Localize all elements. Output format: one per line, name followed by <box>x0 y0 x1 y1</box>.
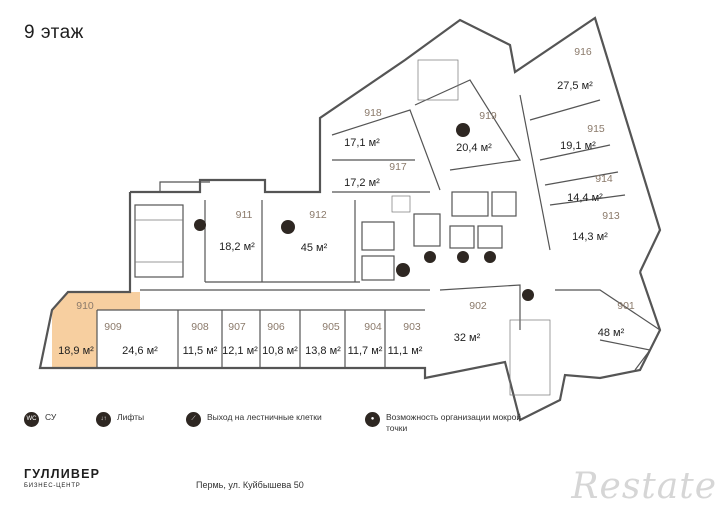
plan-icons <box>194 123 534 301</box>
room-908-number: 908 <box>191 321 209 333</box>
lift-icon: ↓↑ <box>96 412 111 427</box>
room-901-area: 48 м² <box>598 327 625 339</box>
room-908-area: 11,5 м² <box>183 345 218 357</box>
room-916-number: 916 <box>574 46 592 58</box>
room-903-area: 11,1 м² <box>388 345 423 357</box>
legend-lifts: ↓↑ Лифты <box>96 412 144 427</box>
room-917-number: 917 <box>389 161 407 173</box>
wc-icon <box>396 263 410 277</box>
legend-wc-label: СУ <box>45 412 57 422</box>
legend-stairs: ⟋ Выход на лестничные клетки <box>186 412 322 427</box>
room-914-area: 14,4 м² <box>567 192 603 204</box>
wc-icon: WC <box>24 412 39 427</box>
legend-water: ● Возможность организации мокрой точки <box>365 412 526 433</box>
room-902-number: 902 <box>469 300 487 312</box>
room-915-number: 915 <box>587 123 605 135</box>
room-labels: 916 27,5 м² 915 19,1 м² 914 14,4 м² 913 … <box>58 46 635 357</box>
room-914-number: 914 <box>595 173 613 185</box>
room-912-area: 45 м² <box>301 242 328 254</box>
stairs-exit-icon <box>522 289 534 301</box>
room-911-area: 18,2 м² <box>219 241 255 253</box>
legend-wc: WC СУ <box>24 412 56 427</box>
room-907-area: 12,1 м² <box>222 345 258 357</box>
outer-walls <box>38 16 662 422</box>
legend-water-label: Возможность организации мокрой точки <box>386 412 522 433</box>
room-904-area: 11,7 м² <box>348 345 383 357</box>
brand-subtitle: БИЗНЕС-ЦЕНТР <box>24 483 81 489</box>
room-906-number: 906 <box>267 321 285 333</box>
room-919-number: 919 <box>479 110 497 122</box>
water-point-icon: ● <box>365 412 380 427</box>
water-point-icon <box>281 220 295 234</box>
room-909-number: 909 <box>104 321 122 333</box>
stairs-exit-icon <box>194 219 206 231</box>
stairs-exit-icon: ⟋ <box>186 412 201 427</box>
room-911-number: 911 <box>236 209 253 221</box>
address: Пермь, ул. Куйбышева 50 <box>196 480 304 490</box>
room-901-number: 901 <box>617 300 635 312</box>
interior-walls <box>96 59 661 396</box>
legend-lifts-label: Лифты <box>117 412 145 422</box>
room-916-area: 27,5 м² <box>557 80 593 92</box>
watermark: Restate <box>571 466 717 507</box>
floor-plan: 916 27,5 м² 915 19,1 м² 914 14,4 м² 913 … <box>38 16 662 422</box>
room-902-area: 32 м² <box>454 332 481 344</box>
room-910-highlight[interactable] <box>52 292 140 368</box>
lift-icon <box>484 251 496 263</box>
room-915-area: 19,1 м² <box>560 140 596 152</box>
room-904-number: 904 <box>364 321 382 333</box>
room-905-area: 13,8 м² <box>305 345 341 357</box>
brand-name: ГУЛЛИВЕР <box>24 467 101 481</box>
room-905-number: 905 <box>322 321 340 333</box>
water-point-icon <box>456 123 470 137</box>
room-917-area: 17,2 м² <box>344 177 380 189</box>
floor-title: 9 этаж <box>24 22 84 43</box>
lift-icon <box>424 251 436 263</box>
room-918-number: 918 <box>364 107 382 119</box>
room-913-number: 913 <box>602 210 620 222</box>
room-907-number: 907 <box>228 321 246 333</box>
room-910-area: 18,9 м² <box>58 345 94 357</box>
room-903-number: 903 <box>403 321 421 333</box>
room-913-area: 14,3 м² <box>572 231 608 243</box>
room-910-number: 910 <box>76 300 94 312</box>
room-906-area: 10,8 м² <box>262 345 298 357</box>
room-912-number: 912 <box>309 209 327 221</box>
brand-logo: ГУЛЛИВЕР БИЗНЕС-ЦЕНТР <box>24 467 100 489</box>
room-919-area: 20,4 м² <box>456 142 492 154</box>
lift-icon <box>457 251 469 263</box>
legend-stairs-label: Выход на лестничные клетки <box>207 412 322 422</box>
room-909-area: 24,6 м² <box>122 345 158 357</box>
room-918-area: 17,1 м² <box>344 137 380 149</box>
